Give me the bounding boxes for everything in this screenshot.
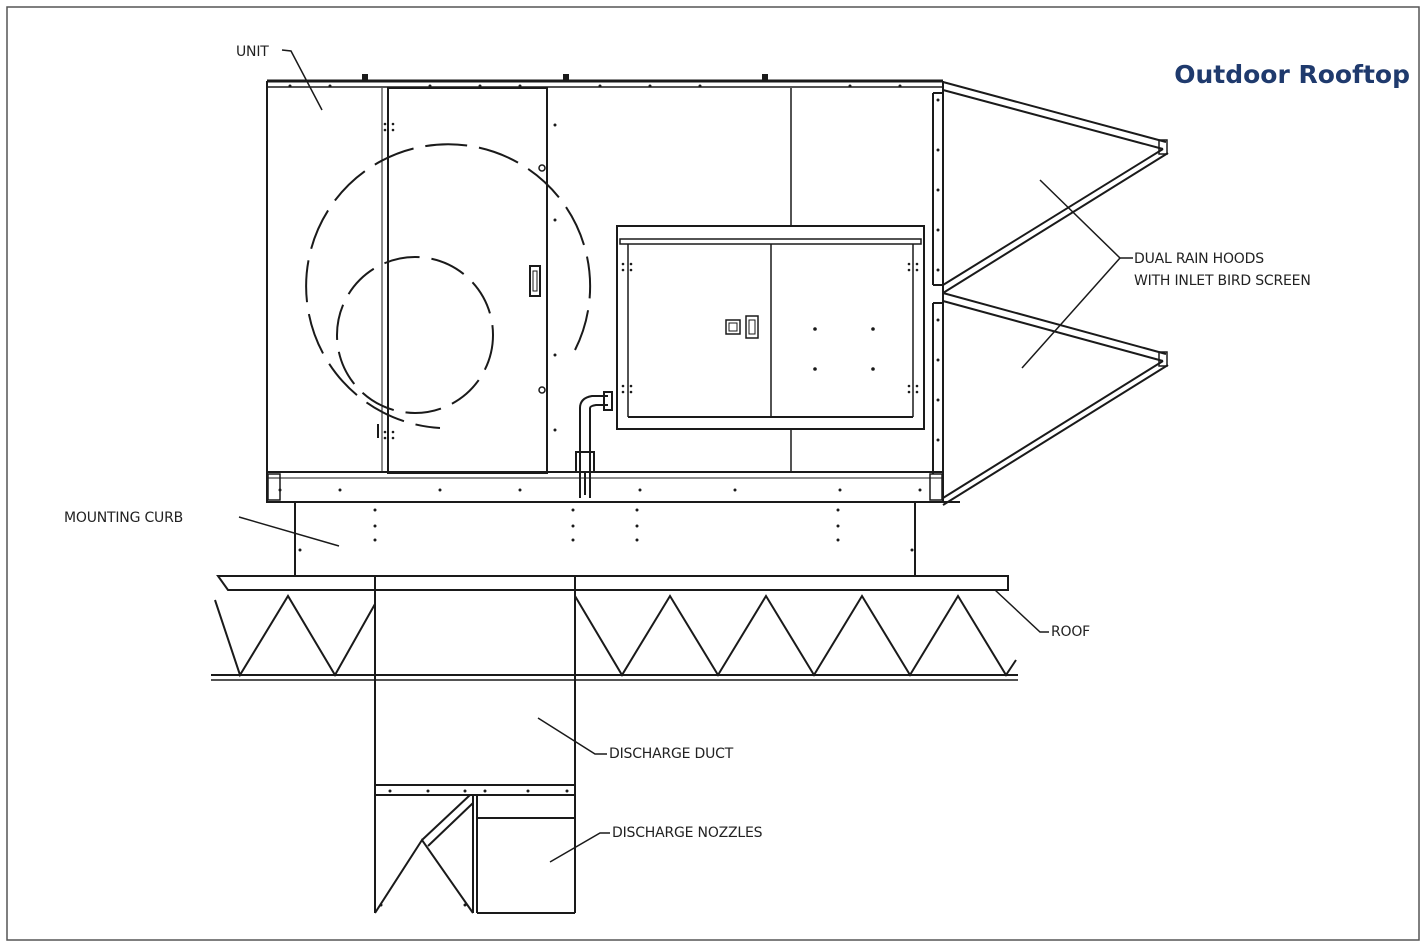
callout-unit: UNIT <box>236 44 269 60</box>
unit-body <box>266 74 944 503</box>
leader-lines <box>238 49 1133 863</box>
discharge-nozzles <box>374 784 576 914</box>
callout-roof: ROOF <box>1051 624 1091 640</box>
rain-hoods <box>932 81 1169 506</box>
mounting-curb <box>294 502 916 577</box>
page-border <box>6 6 1420 941</box>
gas-pipe <box>575 391 613 498</box>
callout-rain-hoods-line2: WITH INLET BIRD SCREEN <box>1134 273 1311 289</box>
door-handle <box>529 164 546 394</box>
roof <box>211 575 1018 681</box>
control-panel <box>616 225 925 430</box>
callout-discharge-nozzles: DISCHARGE NOZZLES <box>612 825 763 841</box>
discharge-duct <box>374 576 576 790</box>
rivets <box>278 84 940 907</box>
callout-discharge-duct: DISCHARGE DUCT <box>609 746 734 762</box>
blower-wheel <box>305 143 592 438</box>
callout-mounting-curb: MOUNTING CURB <box>64 510 184 526</box>
diagram-title: Outdoor Rooftop <box>1174 60 1410 89</box>
callout-rain-hoods-line1: DUAL RAIN HOODS <box>1134 251 1264 267</box>
